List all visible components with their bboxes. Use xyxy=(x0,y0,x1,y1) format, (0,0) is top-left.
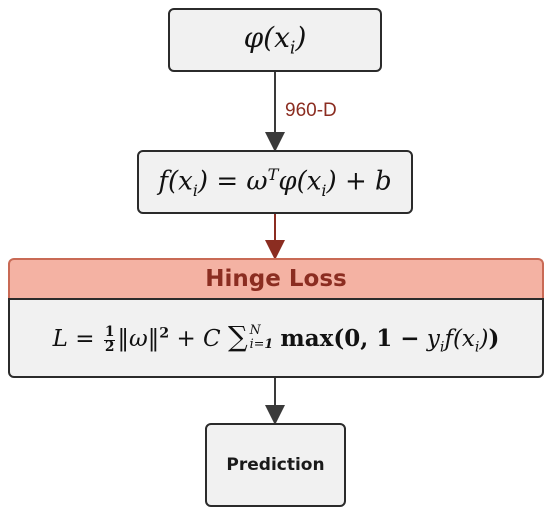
feature-map-formula: φ(xi) xyxy=(243,21,307,59)
prediction-label: Prediction xyxy=(226,455,325,475)
feature-map-node: φ(xi) xyxy=(168,8,382,72)
edge-label-dimension: 960-D xyxy=(285,100,337,121)
hinge-loss-header: Hinge Loss xyxy=(8,258,544,298)
hinge-loss-title: Hinge Loss xyxy=(205,266,347,292)
prediction-node: Prediction xyxy=(205,423,346,507)
linear-function-formula: f(xi) = ωTφ(xi) + b xyxy=(158,164,392,200)
linear-function-node: f(xi) = ωTφ(xi) + b xyxy=(137,150,413,214)
